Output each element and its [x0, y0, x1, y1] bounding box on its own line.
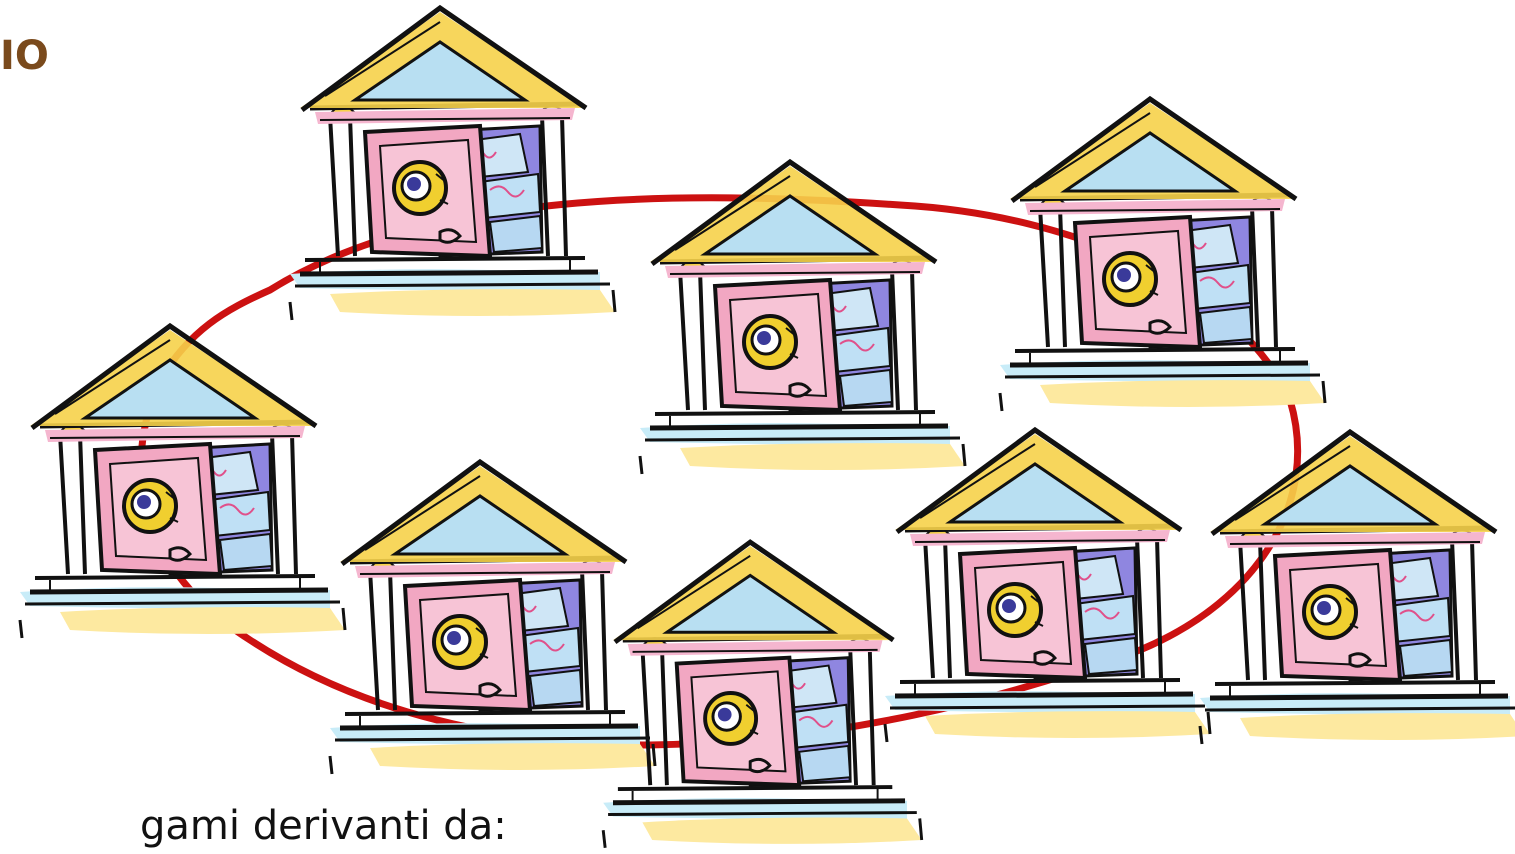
slide-title-fragment: IO: [0, 33, 49, 79]
bank-icon: [885, 430, 1210, 742]
slide-body-fragment: gami derivanti da:: [140, 803, 507, 849]
bank-icon: [1200, 432, 1515, 744]
bank-icon: [330, 462, 655, 774]
bank-icon: [1000, 99, 1325, 411]
bank-icon: [20, 326, 345, 638]
bank-icon: [603, 542, 922, 848]
bank-icon: [290, 8, 615, 320]
